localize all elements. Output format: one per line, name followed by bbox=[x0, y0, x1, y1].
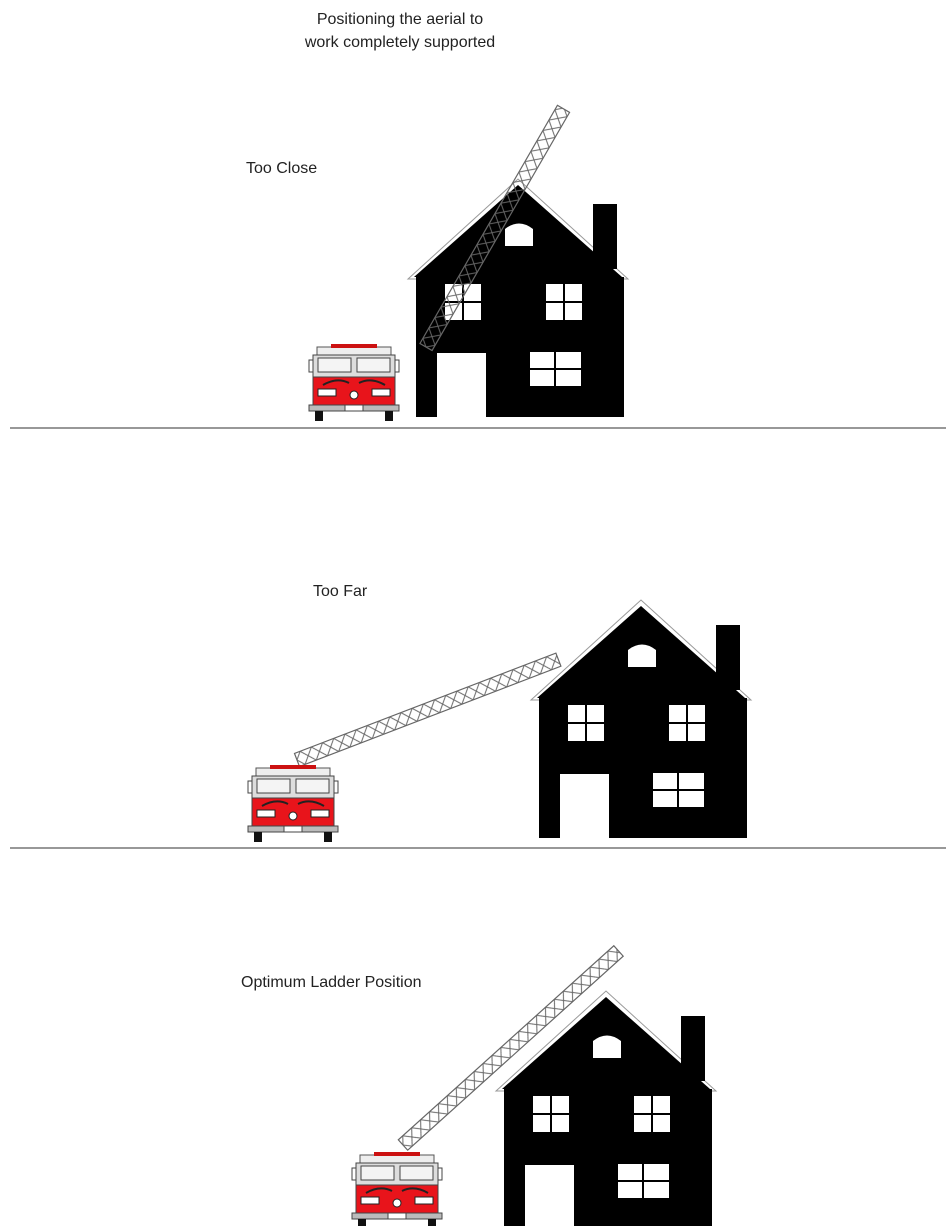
aerial-ladder-too-far bbox=[294, 653, 560, 766]
scene-optimum bbox=[352, 946, 716, 1226]
scene-too-close bbox=[10, 105, 946, 428]
house-too-far bbox=[531, 600, 751, 838]
house-too-close bbox=[408, 179, 628, 417]
scene-too-far bbox=[10, 600, 946, 848]
fire-truck-too-far bbox=[248, 765, 338, 842]
fire-truck-too-close bbox=[309, 344, 399, 421]
fire-truck-optimum bbox=[352, 1152, 442, 1226]
